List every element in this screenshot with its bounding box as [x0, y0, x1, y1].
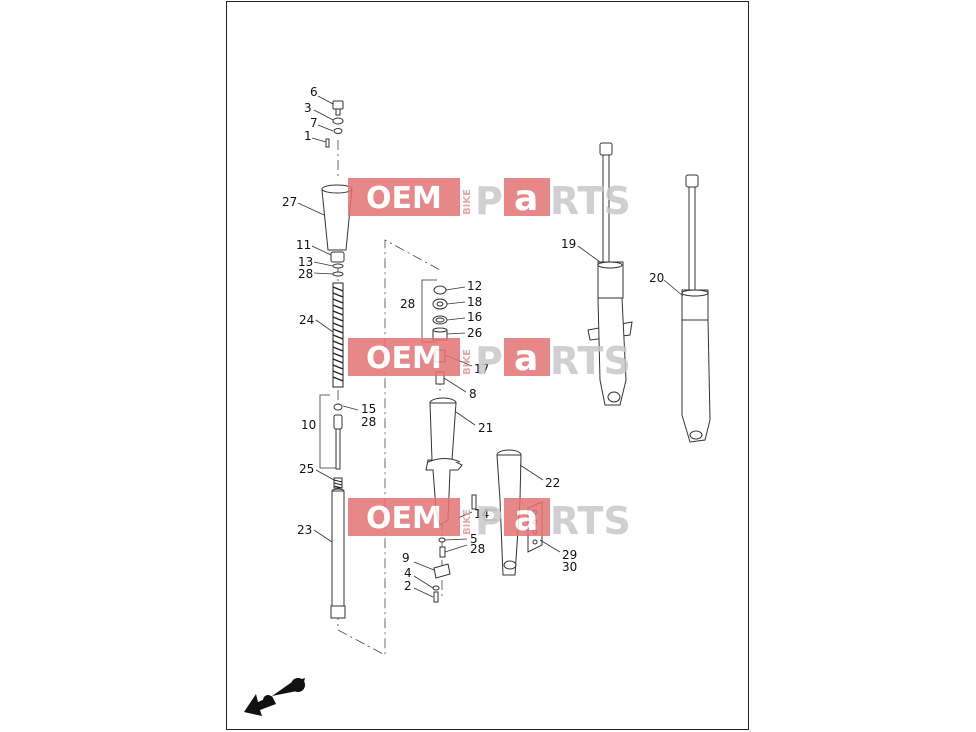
assembly-line-left	[337, 140, 441, 656]
callout-4: 4	[404, 566, 412, 580]
watermark-p-text: P	[475, 179, 503, 223]
watermark-oem-text: OEM	[366, 501, 442, 536]
callout-16: 16	[467, 310, 482, 324]
watermark-middle: OEM BIKE P a RTS	[348, 338, 631, 383]
inner-tube-23	[330, 488, 346, 619]
callout-28-upper: 28	[298, 267, 313, 281]
cap-nut-assembly	[330, 251, 345, 277]
callout-7: 7	[310, 116, 318, 130]
fork-spring-24	[332, 282, 344, 388]
front-direction-arrow-icon	[244, 678, 305, 716]
callout-13: 13	[298, 255, 313, 269]
callout-6: 6	[310, 85, 318, 99]
callout-8: 8	[469, 387, 477, 401]
callout-14: 14	[474, 507, 489, 521]
callout-23: 23	[297, 523, 312, 537]
watermark-oem-text: OEM	[366, 341, 442, 376]
leader-lines	[297, 95, 684, 598]
watermark-bottom: OEM BIKE P a RTS	[348, 498, 631, 543]
seal-stack	[421, 279, 448, 385]
diagram-frame	[226, 1, 749, 730]
callout-12: 12	[467, 279, 482, 293]
callout-5: 5	[470, 532, 478, 546]
callout-22: 22	[545, 476, 560, 490]
callout-30: 30	[562, 560, 577, 574]
callout-18: 18	[467, 295, 482, 309]
rebound-spring-25	[333, 477, 343, 489]
callout-9: 9	[402, 551, 410, 565]
callout-27: 27	[282, 195, 297, 209]
callout-28-seal: 28	[400, 297, 415, 311]
watermark-rts-text: RTS	[550, 339, 631, 383]
callout-3: 3	[304, 101, 312, 115]
callout-20: 20	[649, 271, 664, 285]
watermark-oem-text: OEM	[366, 181, 442, 216]
watermark-a-text: a	[514, 498, 538, 539]
fork-assembly-20	[681, 174, 711, 443]
watermark-bike-text: BIKE	[462, 189, 473, 215]
axle-hardware	[432, 494, 477, 603]
watermark-bike-text: BIKE	[462, 349, 473, 375]
watermark-rts-text: RTS	[550, 179, 631, 223]
watermark-a-text: a	[514, 338, 538, 379]
watermark-rts-text: RTS	[550, 499, 631, 543]
fork-cover-27	[321, 184, 353, 251]
callout-10: 10	[301, 418, 316, 432]
damper-rod-10	[319, 394, 343, 470]
watermark-top: OEM BIKE P a RTS	[348, 178, 631, 223]
watermark-a-text: a	[514, 178, 538, 219]
cap-bolt-stack	[325, 100, 344, 148]
callout-1: 1	[304, 129, 312, 143]
callout-28-rod: 28	[361, 415, 376, 429]
callout-26: 26	[467, 326, 482, 340]
callout-11: 11	[296, 238, 311, 252]
callout-2: 2	[404, 579, 412, 593]
callout-25: 25	[299, 462, 314, 476]
callout-17: 17	[474, 362, 489, 376]
callout-15: 15	[361, 402, 376, 416]
callout-28-lower: 28	[470, 542, 485, 556]
callout-29: 29	[562, 548, 577, 562]
watermark-p-text: P	[475, 339, 503, 383]
callout-24: 24	[299, 313, 314, 327]
watermark-p-text: P	[475, 499, 503, 543]
callout-21: 21	[478, 421, 493, 435]
callout-19: 19	[561, 237, 576, 251]
watermark-bike-text: BIKE	[462, 509, 473, 535]
fork-assembly-19	[587, 142, 633, 406]
